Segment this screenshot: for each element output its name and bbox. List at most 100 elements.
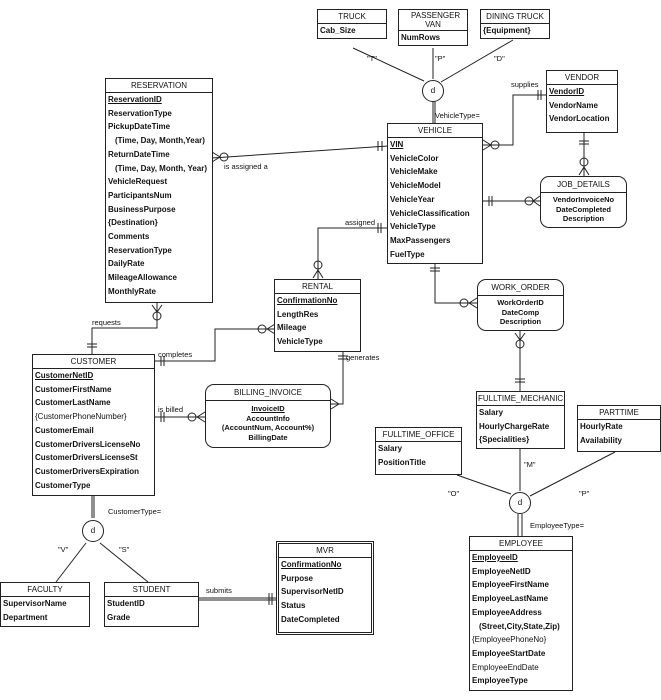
attribute: VehicleRequest [108, 177, 168, 187]
attribute-pk: ReservationID [108, 95, 162, 104]
attribute: Comments [108, 232, 150, 242]
entity-truck: TRUCK Cab_Size [317, 9, 387, 39]
entity-title: DINING TRUCK [481, 10, 549, 24]
attribute: DateCompleted [281, 614, 340, 624]
attribute: SupervisorNetID [281, 587, 344, 597]
attribute: ParticipantsNum [108, 190, 172, 200]
attribute: VehicleType [277, 337, 323, 347]
attribute-pk: ConfirmationNo [281, 560, 342, 569]
attribute: EmployeeFirstName [472, 580, 549, 590]
attribute: VendorInvoiceNo [552, 195, 615, 204]
attribute: CustomerDriversExpiration [35, 466, 140, 476]
attribute: Mileage [277, 323, 307, 333]
entity-title: CUSTOMER [33, 355, 154, 369]
attribute: CustomerEmail [35, 425, 94, 435]
attribute-pk: InvoiceID [251, 404, 285, 413]
attribute: HourlyChargeRate [479, 421, 550, 431]
attribute: LengthRes [277, 309, 319, 319]
entity-billing-invoice: BILLING_INVOICE InvoiceID AccountInfo (A… [205, 384, 331, 448]
entity-work-order: WORK_ORDER WorkOrderID DateComp Descript… [477, 279, 564, 331]
entity-dining-truck: DINING TRUCK {Equipment} [480, 9, 550, 39]
attribute: Grade [107, 612, 131, 622]
subtype-code-student: "S" [119, 545, 130, 554]
attribute: MaxPassengers [390, 235, 451, 245]
subtype-code-parttime: "P" [579, 489, 590, 498]
entity-title: EMPLOYEE [470, 537, 572, 551]
attribute: CustomerLastName [35, 398, 111, 408]
attribute: VehicleYear [390, 194, 435, 204]
attribute: {EmployeePhoneNo} [472, 635, 547, 645]
entity-title: STUDENT [105, 583, 198, 597]
attribute: Status [281, 601, 306, 611]
attribute-pk: ConfirmationNo [277, 296, 338, 305]
attribute: DateComp [501, 307, 540, 317]
entity-fulltime-office: FULLTIME_OFFICE Salary PositionTitle [375, 427, 462, 475]
attribute-pk: CustomerNetID [35, 371, 94, 380]
attribute: Department [3, 612, 48, 622]
entity-title: RENTAL [275, 280, 360, 294]
entity-title: PASSENGER VAN [399, 10, 467, 31]
attribute: EmployeeNetID [472, 566, 531, 576]
attribute: BusinessPurpose [108, 204, 176, 214]
rel-label-supplies: supplies [511, 80, 539, 89]
entity-title: BILLING_INVOICE [206, 385, 330, 401]
attribute: EmployeeStartDate [472, 648, 546, 658]
entity-title: RESERVATION [106, 79, 212, 93]
subtype-code-dining-truck: "D" [494, 54, 505, 63]
attribute: (AccountNum, Account%) [221, 423, 315, 432]
attribute: {CustomerPhoneNumber} [35, 412, 127, 422]
attribute: MileageAllowance [108, 273, 177, 283]
entity-title: FULLTIME_MECHANIC [477, 392, 564, 406]
customer-disjoint-circle: d [82, 520, 104, 542]
attribute: FuelType [390, 249, 425, 259]
attribute: VehicleColor [390, 153, 439, 163]
attribute: EmployeeEndDate [472, 662, 539, 672]
discriminator-customer-type: CustomerType= [108, 507, 162, 516]
attribute: EmployeeAddress [472, 607, 542, 617]
attribute: NumRows [401, 33, 441, 42]
attribute: VehicleModel [390, 181, 441, 191]
rel-label-assigned: assigned [345, 218, 376, 227]
entity-vehicle: VEHICLE VIN VehicleColor VehicleMake Veh… [387, 123, 483, 264]
entity-title: VENDOR [547, 71, 617, 85]
attribute: Purpose [281, 573, 314, 583]
entity-rental: RENTAL ConfirmationNo LengthRes Mileage … [274, 279, 361, 352]
subtype-code-fulltime-mechanic: "M" [524, 460, 536, 469]
vehicle-disjoint-circle: d [422, 80, 444, 102]
attribute: PositionTitle [378, 457, 426, 467]
attribute: Availability [580, 435, 622, 445]
entity-title: PARTTIME [578, 406, 660, 420]
subtype-code-passenger-van: "P" [435, 54, 446, 63]
discriminator-vehicle-type: VehicleType= [435, 111, 480, 120]
entity-vendor: VENDOR VendorID VendorName VendorLocatio… [546, 70, 618, 133]
attribute: {Destination} [108, 218, 158, 228]
attribute-pk: VIN [390, 140, 404, 149]
entity-parttime: PARTTIME HourlyRate Availability [577, 405, 661, 452]
attribute: (Time, Day, Month, Year) [115, 163, 208, 173]
attribute: HourlyRate [580, 422, 623, 431]
attribute: Cab_Size [320, 26, 356, 35]
attribute-pk: VendorID [549, 87, 585, 96]
entity-title: TRUCK [318, 10, 386, 24]
entity-title: VEHICLE [388, 124, 482, 138]
attribute-pk: EmployeeID [472, 553, 518, 562]
attribute: VehicleMake [390, 167, 438, 177]
entity-customer: CUSTOMER CustomerNetID CustomerFirstName… [32, 354, 155, 496]
entity-faculty: FACULTY SupervisorName Department [0, 582, 90, 627]
attribute: DailyRate [108, 259, 145, 269]
entity-title: MVR [279, 544, 371, 558]
attribute: CustomerFirstName [35, 384, 112, 394]
entity-fulltime-mechanic: FULLTIME_MECHANIC Salary HourlyChargeRat… [476, 391, 565, 449]
entity-student: STUDENT StudentID Grade [104, 582, 199, 627]
attribute: StudentID [107, 599, 145, 608]
subtype-code-fulltime-office: "O" [448, 489, 460, 498]
rel-label-is-billed: is billed [158, 405, 184, 414]
attribute: VehicleClassification [390, 208, 470, 218]
attribute: Description [499, 317, 542, 326]
attribute: Description [562, 214, 605, 223]
attribute: (Street,City,State,Zip) [479, 621, 560, 631]
attribute: MonthlyRate [108, 286, 156, 296]
attribute: VehicleType [390, 222, 436, 232]
entity-reservation: RESERVATION ReservationID ReservationTyp… [105, 78, 213, 303]
